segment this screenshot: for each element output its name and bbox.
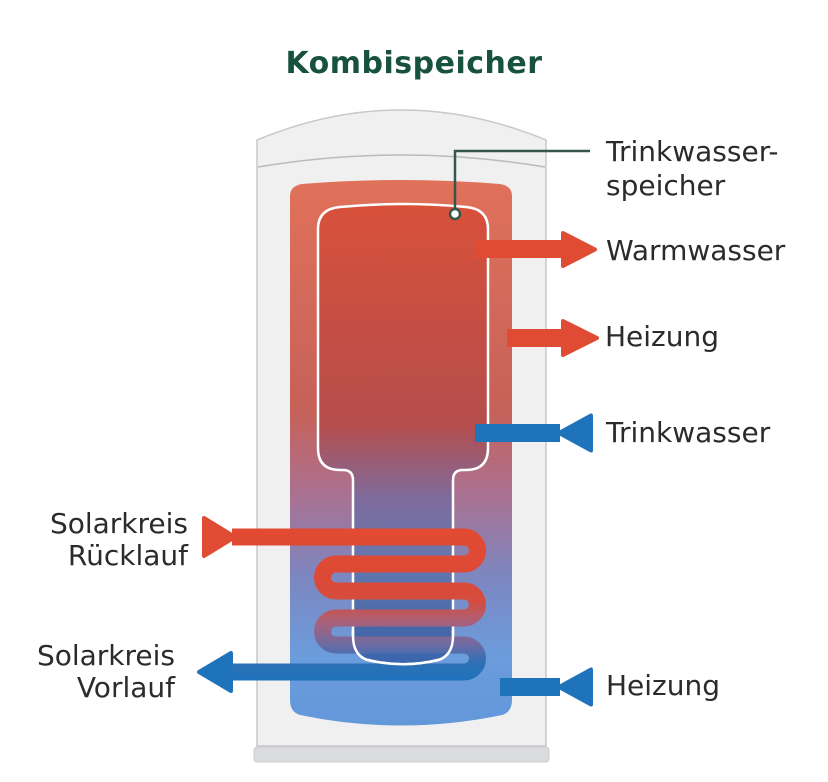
solarkreis-ruecklauf-arrowhead bbox=[202, 516, 237, 558]
inner-tank-neck-bottom bbox=[351, 630, 455, 666]
solarkreis-vorlauf-arrowhead bbox=[197, 651, 233, 693]
tank-lid-seam bbox=[257, 154, 546, 168]
tank-base bbox=[253, 746, 550, 763]
label-trinkwasser: Trinkwasser bbox=[606, 416, 771, 449]
warmwasser-arrow bbox=[475, 231, 597, 268]
heizung-top-arrow bbox=[507, 319, 599, 357]
label-heizung-bottom: Heizung bbox=[606, 669, 721, 702]
trinkwasser-arrow bbox=[475, 413, 593, 453]
diagram-title: Kombispeicher bbox=[285, 46, 543, 81]
heizung-bottom-arrow bbox=[500, 667, 593, 707]
label-heizung-top: Heizung bbox=[605, 320, 720, 353]
label-trinkwasserspeicher: Trinkwasser- speicher bbox=[606, 135, 779, 202]
solar-coil bbox=[228, 528, 486, 681]
label-solarkreis-ruecklauf: Solarkreis Rücklauf bbox=[49, 507, 188, 572]
label-solarkreis-vorlauf: Solarkreis Vorlauf bbox=[36, 639, 175, 704]
label-warmwasser: Warmwasser bbox=[606, 234, 786, 267]
pointer-dot bbox=[448, 207, 462, 221]
pointer-line bbox=[453, 149, 590, 208]
